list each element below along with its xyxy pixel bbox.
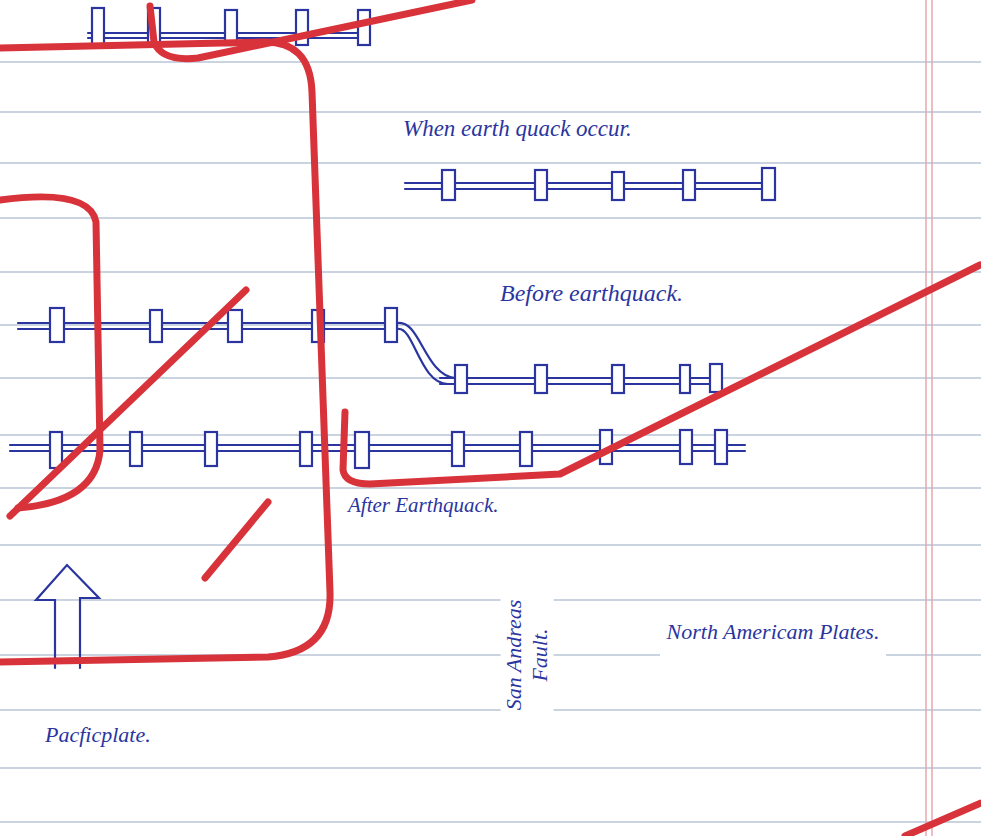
plate-label: Pacficplate. — [42, 722, 154, 747]
ruled-lines — [0, 62, 981, 822]
stage-label: When earth quack occur. — [400, 116, 635, 142]
margin-line — [926, 0, 932, 836]
stage-label: After Earthquack. — [345, 493, 501, 517]
plate-label: North Americam Plates. — [660, 606, 886, 658]
fault-label: San Andreas Fault. — [501, 582, 554, 728]
arrow-symbol — [36, 565, 99, 668]
fences — [10, 8, 775, 668]
stage-label: Before earthquack. — [497, 280, 686, 308]
